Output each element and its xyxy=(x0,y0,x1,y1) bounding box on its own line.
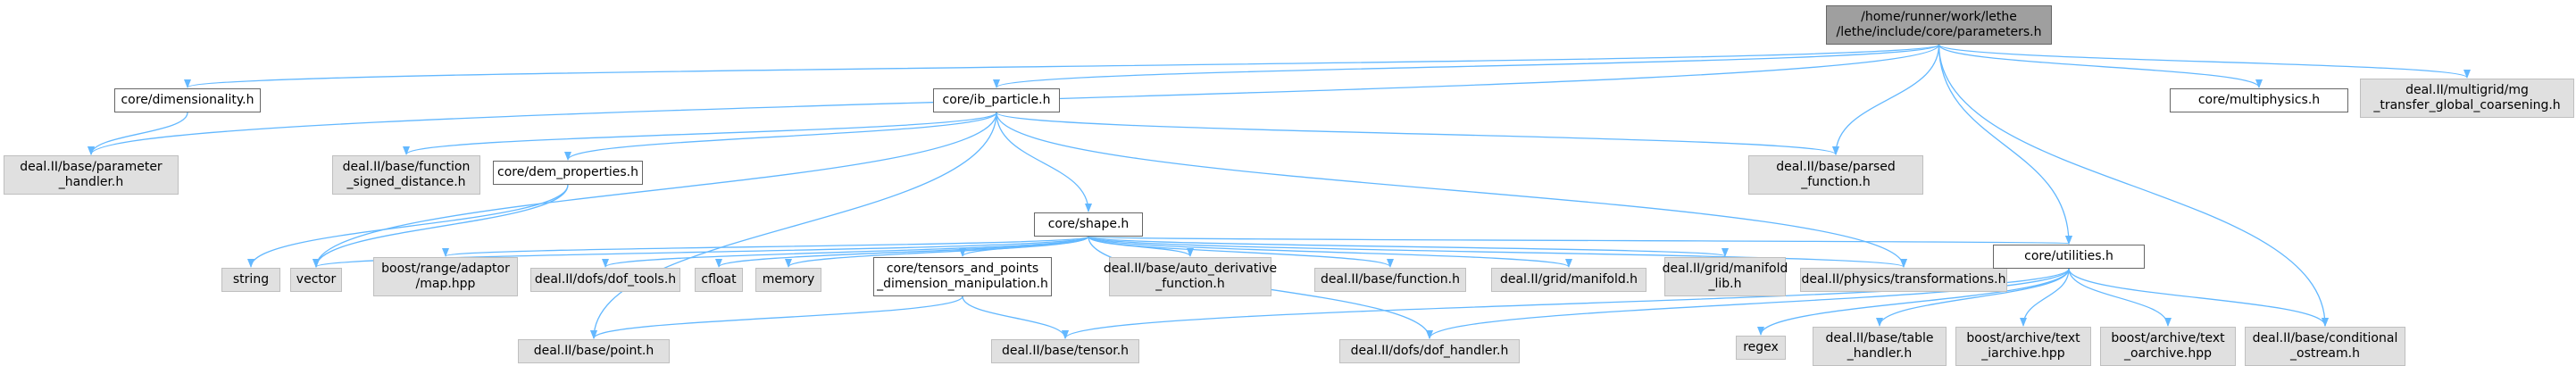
node-dimensionality[interactable]: core/dimensionality.h xyxy=(114,88,261,112)
edge-tensors_points-to-point xyxy=(590,295,963,339)
node-utilities[interactable]: core/utilities.h xyxy=(1993,245,2145,269)
edge-utilities-to-tensor xyxy=(1062,268,2070,339)
node-function-signed-distance: deal.II/base/function _signed_distance.h xyxy=(332,155,480,195)
edge-dem_props-to-vector xyxy=(313,184,569,268)
edge-tensors_points-to-tensor xyxy=(962,295,1069,339)
node-parameter-handler: deal.II/base/parameter _handler.h xyxy=(4,155,179,195)
node-manifold-lib: deal.II/grid/manifold _lib.h xyxy=(1663,257,1788,296)
node-text-oarchive: boost/archive/text _oarchive.hpp xyxy=(2100,327,2236,366)
node-regex: regex xyxy=(1736,336,1786,360)
node-parsed-function: deal.II/base/parsed _function.h xyxy=(1748,155,1923,195)
edge-root-to-cond_ostream xyxy=(1938,44,2329,327)
node-memory: memory xyxy=(755,268,821,292)
node-transformations: deal.II/physics/transformations.h xyxy=(1800,268,2007,292)
node-dof-tools: deal.II/dofs/dof_tools.h xyxy=(530,268,680,292)
edge-root-to-mg_transfer xyxy=(1938,44,2471,79)
edge-utilities-to-table_handler xyxy=(1876,268,2070,327)
node-string: string xyxy=(221,268,280,292)
node-manifold: deal.II/grid/manifold.h xyxy=(1491,268,1646,292)
edge-ib_particle-to-shape xyxy=(996,112,1092,212)
node-table-handler: deal.II/base/table _handler.h xyxy=(1813,327,1947,366)
node-vector: vector xyxy=(290,268,342,292)
edge-dem_props-to-string xyxy=(247,184,569,268)
edge-shape-to-utilities xyxy=(1088,235,2071,245)
edge-ib_particle-to-vector xyxy=(313,112,997,268)
edge-shape-to-function xyxy=(1088,236,1394,268)
edge-dimensionality-to-param_handler xyxy=(88,112,188,155)
node-root[interactable]: /home/runner/work/lethe /lethe/include/c… xyxy=(1826,5,2052,45)
edge-shape-to-manifold xyxy=(1088,236,1572,268)
edge-shape-to-manifold_lib xyxy=(1088,236,1729,257)
edge-utilities-to-dof_handler xyxy=(1426,268,2070,339)
edge-root-to-parsed_func xyxy=(1832,44,1940,155)
edge-ib_particle-to-dem_props xyxy=(564,112,997,161)
node-ib-particle[interactable]: core/ib_particle.h xyxy=(933,88,1060,112)
edge-ib_particle-to-transformations xyxy=(996,112,1907,268)
edge-shape-to-boost_map xyxy=(442,236,1089,257)
node-shape[interactable]: core/shape.h xyxy=(1034,212,1143,237)
node-tensors-and-points[interactable]: core/tensors_and_points _dimension_manip… xyxy=(873,257,1052,296)
edge-ib_particle-to-point xyxy=(590,112,997,339)
node-auto-derivative-function: deal.II/base/auto_derivative _function.h xyxy=(1104,257,1277,296)
edge-shape-to-dof_tools xyxy=(602,236,1089,268)
edge-shape-to-tensors_points xyxy=(959,236,1089,257)
edge-utilities-to-regex xyxy=(1757,268,2070,336)
node-cfloat: cfloat xyxy=(695,268,743,292)
edge-root-to-multiphysics xyxy=(1938,44,2263,88)
node-function: deal.II/base/function.h xyxy=(1314,268,1466,292)
node-boost-map: boost/range/adaptor /map.hpp xyxy=(373,257,518,296)
node-dem-properties[interactable]: core/dem_properties.h xyxy=(493,161,643,185)
edge-utilities-to-cond_ostream xyxy=(2068,268,2329,327)
edge-ib_particle-to-parsed_func xyxy=(996,112,1839,155)
node-multiphysics[interactable]: core/multiphysics.h xyxy=(2170,88,2348,112)
node-conditional-ostream: deal.II/base/conditional _ostream.h xyxy=(2245,327,2405,366)
node-text-iarchive: boost/archive/text _iarchive.hpp xyxy=(1955,327,2091,366)
edge-root-to-utilities xyxy=(1938,44,2072,245)
edge-utilities-to-text_oarchive xyxy=(2068,268,2172,327)
edge-root-to-ib_particle xyxy=(993,44,1940,88)
edge-root-to-dimensionality xyxy=(184,44,1940,88)
node-mg-transfer: deal.II/multigrid/mg _transfer_global_co… xyxy=(2360,79,2574,118)
edge-shape-to-transformations xyxy=(1088,236,1907,268)
edge-shape-to-vector xyxy=(313,236,1089,268)
edge-utilities-to-text_iarchive xyxy=(2020,268,2070,327)
edge-ib_particle-to-func_signed xyxy=(403,112,997,155)
